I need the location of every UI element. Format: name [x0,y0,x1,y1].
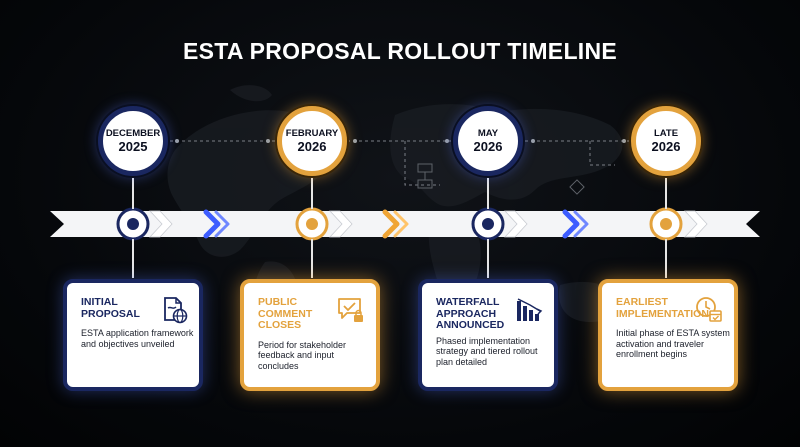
date-month: DECEMBER [105,128,161,139]
date-year: 2026 [297,139,327,154]
card-title: PUBLIC COMMENT CLOSES [258,296,313,331]
card-description: Initial phase of ESTA system activation … [616,328,730,359]
chevron-right-icon [382,209,409,239]
band-segment-arrow [149,210,173,238]
connector-dot [445,139,449,143]
card-description: ESTA application framework and objective… [81,328,194,349]
date-year: 2026 [651,139,681,154]
clock-calendar-icon [696,297,722,322]
date-circle-may-2026: MAY 2026 [453,106,523,176]
card-description: Period for stakeholder feedback and inpu… [258,339,347,371]
timeline-node [649,207,683,241]
band-segment-arrow [684,210,708,238]
date-circle-february-2026: FEBRUARY 2026 [277,106,347,176]
date-month: LATE [653,128,679,139]
timeline-node [295,207,329,241]
date-circle-late-2026: LATE 2026 [631,106,701,176]
flowchart-glyphs [417,163,585,195]
connector-dot [266,139,270,143]
card-description: Phased implementation strategy and tiere… [436,335,538,367]
milestone-card-public-comment-closes: PUBLIC COMMENT CLOSES Period for stakeho… [240,279,380,391]
card-title: EARLIEST IMPLEMENTATION [616,296,709,320]
milestone-card-initial-proposal: INITIAL PROPOSAL ESTA application framew… [63,279,203,391]
band-segment-arrow [504,210,528,238]
waterfall-chart-icon [517,298,543,321]
chevron-right-icon [203,209,230,239]
band-segment-arrow [329,210,353,238]
chevron-right-icon [562,209,589,239]
connector-dot [353,139,357,143]
milestone-card-earliest-implementation: EARLIEST IMPLEMENTATION Initial phase of… [598,279,738,391]
card-title: WATERFALL APPROACH ANNOUNCED [436,296,505,331]
milestone-card-waterfall-approach: WATERFALL APPROACH ANNOUNCED Phased impl… [418,279,558,391]
timeline-node [471,207,505,241]
connector-dot [531,139,535,143]
card-title: INITIAL PROPOSAL [81,296,140,320]
date-month: FEBRUARY [285,128,339,139]
connector-dot [622,139,626,143]
date-year: 2025 [118,139,148,154]
dashed-connectors [170,140,630,186]
date-year: 2026 [473,139,503,154]
timeline-node [116,207,150,241]
document-globe-icon [164,297,188,324]
connector-dot [175,139,179,143]
date-circle-december-2025: DECEMBER 2025 [98,106,168,176]
page-title: ESTA PROPOSAL ROLLOUT TIMELINE [182,38,618,64]
date-month: MAY [477,128,499,139]
chat-lock-icon [338,298,363,322]
